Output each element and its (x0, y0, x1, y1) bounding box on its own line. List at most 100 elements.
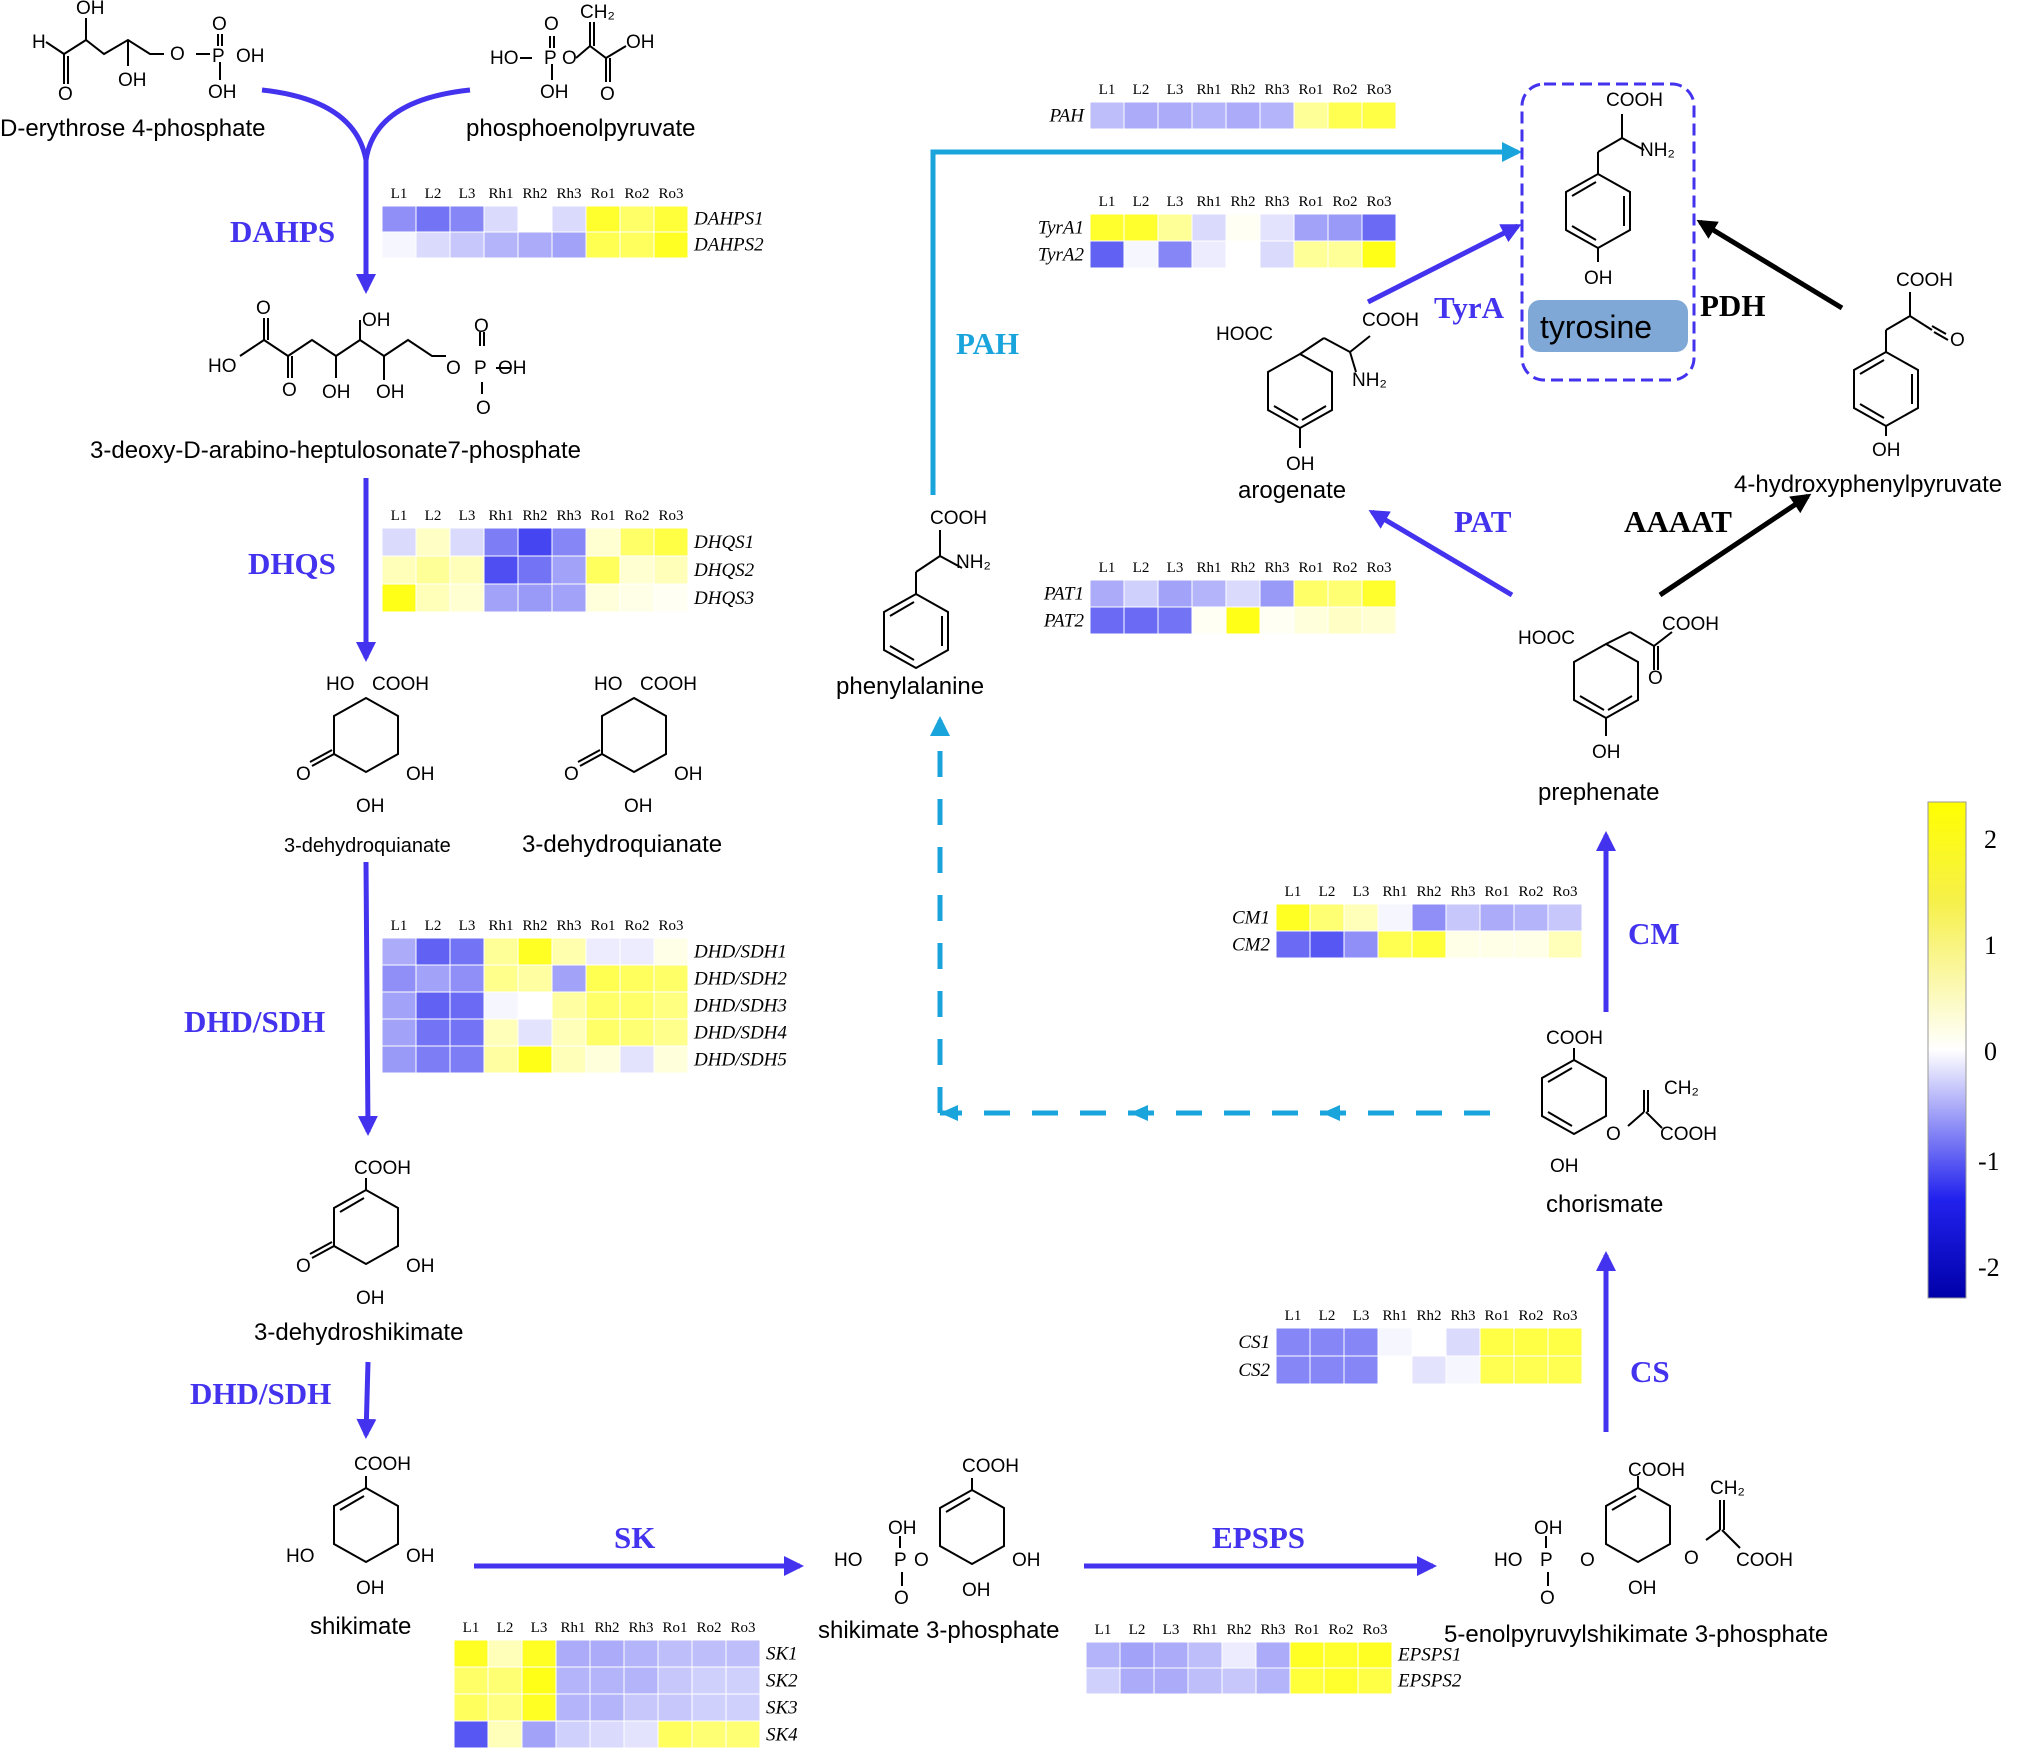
heatmap-cell (653, 555, 689, 585)
atom-label: OH (674, 764, 703, 785)
heatmap-cell (1293, 213, 1329, 242)
heatmap-cell (1343, 1355, 1379, 1385)
heatmap-col-label: Ro1 (1484, 1308, 1509, 1324)
heatmap-col-label: Ro1 (1484, 884, 1509, 900)
heatmap-cell (691, 1639, 727, 1668)
heatmap-col-label: Ro2 (624, 918, 649, 934)
atom-label: OH (1550, 1156, 1579, 1177)
heatmap-cell (657, 1639, 693, 1668)
heatmap-cell (1275, 1355, 1311, 1385)
heatmap-cell (619, 937, 655, 966)
heatmap-cell (517, 991, 553, 1020)
ring-tyr (1565, 114, 1645, 262)
atom-label: HO (594, 674, 623, 695)
heatmap-cell (1153, 1641, 1189, 1669)
compound-e4p: D-erythrose 4-phosphate (0, 115, 265, 142)
heatmap-row-label: DHD/SDH5 (693, 1049, 787, 1070)
heatmap-cell (1479, 930, 1515, 959)
heatmap-cell (619, 964, 655, 993)
heatmap-cell (551, 527, 587, 557)
heatmap-cell (1191, 213, 1227, 242)
atom-label: O (170, 44, 185, 65)
heatmap-cell (1255, 1641, 1291, 1669)
atom-label: OH (1592, 742, 1621, 763)
heatmap-cell (381, 583, 417, 613)
heatmap-cell (1191, 579, 1227, 608)
compound-dhq1: 3-dehydroquianate (284, 835, 451, 857)
heatmap-cell (653, 583, 689, 613)
heatmap-cell (619, 583, 655, 613)
heatmap-cell (1309, 930, 1345, 959)
atom-labels: H OH O OH O P O OH OH HO P O O OH CH₂ OH… (32, 0, 1965, 1609)
heatmap-col-label: L2 (425, 508, 442, 524)
heatmap-col-label: L3 (1167, 560, 1184, 576)
ring-epsp (1545, 1476, 1741, 1586)
heatmap-cell (1411, 930, 1447, 959)
heatmap-col-label: L3 (1353, 1308, 1370, 1324)
heatmap-cell (483, 527, 519, 557)
heatmap-col-label: Rh2 (522, 918, 547, 934)
atom-label: O (58, 84, 73, 105)
enzyme-cs: CS (1630, 1354, 1670, 1389)
heatmap-cell (619, 555, 655, 585)
heatmap-cell (585, 937, 621, 966)
heatmap-col-label: Rh3 (1260, 1622, 1285, 1638)
atom-label: OH (76, 0, 105, 19)
heatmap-cell (1225, 213, 1261, 242)
heatmap-col-label: Ro1 (1294, 1622, 1319, 1638)
heatmap-col-label: L2 (425, 918, 442, 934)
heatmap-cell (449, 937, 485, 966)
atom-label: O (296, 1256, 311, 1277)
heatmap-cell (517, 205, 553, 233)
heatmap-cell (1289, 1667, 1325, 1695)
heatmap-row-label: EPSPS2 (1397, 1671, 1462, 1692)
atom-label: COOH (1660, 1124, 1717, 1145)
heatmap-row-label: DAHPS1 (693, 209, 764, 230)
heatmap-cell (623, 1720, 659, 1749)
compound-phe: phenylalanine (836, 673, 984, 700)
heatmap-cell (551, 964, 587, 993)
heatmap-cell (453, 1639, 489, 1668)
heatmap-col-label: L3 (1353, 884, 1370, 900)
enzyme-epsps: EPSPS (1212, 1520, 1305, 1555)
heatmap-col-label: L1 (391, 508, 408, 524)
heatmap-row-label: CS2 (1238, 1360, 1270, 1381)
heatmap-col-label: L2 (1133, 560, 1150, 576)
heatmap-col-label: L1 (1099, 82, 1116, 98)
atom-label: P (1540, 1550, 1553, 1571)
ring-hpp (1853, 292, 1949, 436)
atom-label: OH (888, 1518, 917, 1539)
enzyme-pdh: PDH (1700, 288, 1765, 323)
atom-label: HO (326, 674, 355, 695)
heatmap-cell (555, 1666, 591, 1695)
heatmap-cell (1377, 1327, 1413, 1357)
atom-label: OH (540, 82, 569, 103)
heatmap-col-label: Ro3 (1366, 560, 1391, 576)
heatmap-cell (1119, 1667, 1155, 1695)
heatmap-cell (725, 1639, 761, 1668)
heatmap-col-label: Ro1 (590, 186, 615, 202)
heatmap-cell (1259, 213, 1295, 242)
heatmap-cell (1357, 1641, 1393, 1669)
arrow-pat (1368, 509, 1514, 598)
heatmap-col-label: L1 (1285, 1308, 1302, 1324)
heatmap-col-label: L3 (459, 508, 476, 524)
heatmap-cell (517, 1045, 553, 1074)
heatmap-cell (653, 937, 689, 966)
heatmap-col-label: Ro2 (1332, 194, 1357, 210)
heatmap-col-label: Rh1 (1196, 82, 1221, 98)
heatmap-row-label: DAHPS2 (693, 235, 764, 256)
heatmap-cell (585, 583, 621, 613)
atom-label: OH (118, 70, 147, 91)
compound-names: D-erythrose 4-phosphate phosphoenolpyruv… (0, 115, 2002, 1648)
ring-dhq2 (577, 696, 667, 774)
heatmap-cell (585, 964, 621, 993)
heatmap-cell (589, 1639, 625, 1668)
heatmap-cell (415, 1018, 451, 1047)
heatmap-cell (653, 991, 689, 1020)
heatmap-col-label: Ro3 (658, 918, 683, 934)
atom-label: OH (208, 82, 237, 103)
